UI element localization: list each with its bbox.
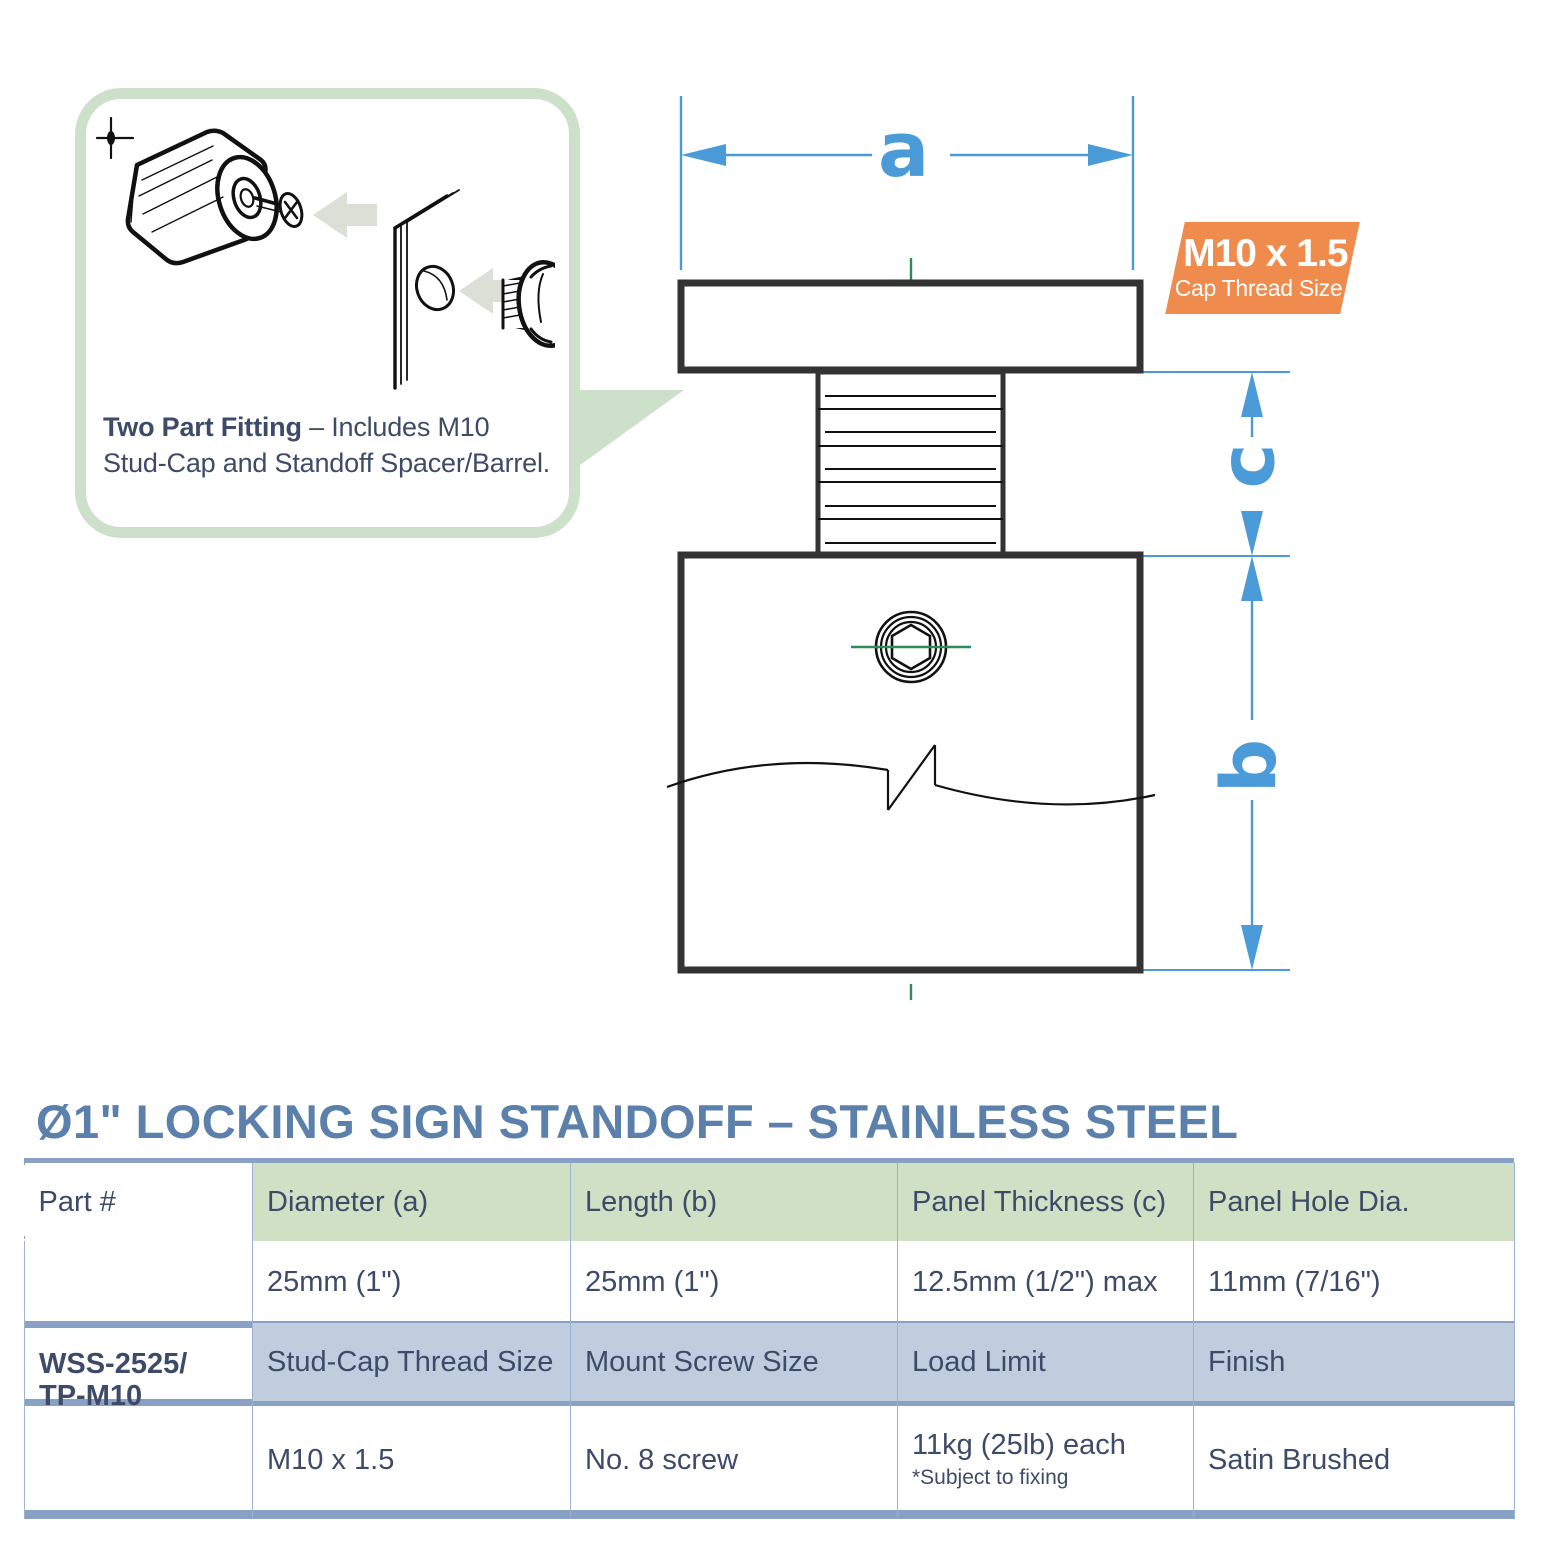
callout-tail xyxy=(576,390,684,468)
header-panel-hole-dia: Panel Hole Dia. xyxy=(1193,1163,1515,1241)
header-stud-cap-thread-size: Stud-Cap Thread Size xyxy=(252,1323,571,1401)
value-stud-cap-thread-size: M10 x 1.5 xyxy=(252,1401,571,1519)
load-limit-main: 11kg (25lb) each xyxy=(912,1428,1126,1461)
cap-thread-size-value: M10 x 1.5 xyxy=(1183,232,1348,276)
right-witness-lines xyxy=(1142,371,1290,971)
phillips-mount-screw xyxy=(253,192,304,228)
break-line xyxy=(666,744,1156,811)
dimension-a-arrow-right xyxy=(1088,144,1133,166)
callout-caption-rest: – Includes M10 xyxy=(301,412,490,442)
dimension-b-arrow-top xyxy=(1241,556,1263,601)
exploded-assembly-illustration xyxy=(95,116,555,390)
load-limit-note: *Subject to fixing xyxy=(912,1465,1069,1489)
dimension-a-label: a xyxy=(878,105,930,194)
cap-thread-size-badge: M10 x 1.5 Cap Thread Size xyxy=(1165,222,1360,314)
callout-caption-line2: Stud-Cap and Standoff Spacer/Barrel. xyxy=(103,447,551,478)
header-load-limit: Load Limit xyxy=(897,1323,1194,1401)
m10-stud-cap-shape xyxy=(501,259,555,349)
threaded-stud-shape xyxy=(815,369,1006,557)
table-header-row-green: Part # Diameter (a) Length (b) Panel Thi… xyxy=(24,1163,1515,1241)
header-panel-thickness: Panel Thickness (c) xyxy=(897,1163,1194,1241)
assembly-arrow-left xyxy=(313,192,377,238)
cap-thread-size-label: Cap Thread Size xyxy=(1174,275,1342,302)
table-header-row-blue: Stud-Cap Thread Size Mount Screw Size Lo… xyxy=(25,1323,1515,1401)
assembly-arrow-right xyxy=(459,268,519,314)
glass-panel-shape xyxy=(393,189,460,390)
header-finish: Finish xyxy=(1193,1323,1515,1401)
header-length: Length (b) xyxy=(570,1163,898,1241)
cap-plate-shape xyxy=(677,279,1144,374)
value-load-limit: 11kg (25lb) each *Subject to fixing xyxy=(897,1401,1194,1519)
dimension-c-arrow-top xyxy=(1241,372,1263,417)
cross-section-drawing xyxy=(666,96,1290,1000)
callout-caption-lead: Two Part Fitting xyxy=(103,412,302,442)
table-value-row-2: M10 x 1.5 No. 8 screw 11kg (25lb) each *… xyxy=(25,1401,1515,1519)
dimension-b-arrow-bottom xyxy=(1241,925,1263,970)
table-rule-top xyxy=(24,1158,1514,1165)
value-finish: Satin Brushed xyxy=(1193,1401,1515,1519)
part-number-value: WSS-2525/TP-M10 xyxy=(24,1241,253,1519)
dimension-a-arrow-left xyxy=(681,144,726,166)
value-panel-thickness: 12.5mm (1/2") max xyxy=(897,1241,1194,1323)
callout-caption: Two Part Fitting – Includes M10 Stud-Cap… xyxy=(103,410,573,481)
value-diameter: 25mm (1") xyxy=(252,1241,571,1323)
value-mount-screw-size: No. 8 screw xyxy=(570,1401,898,1519)
cap-cover-disc xyxy=(414,264,456,312)
page-title: Ø1" LOCKING SIGN STANDOFF – STAINLESS ST… xyxy=(36,1095,1239,1148)
table-value-row-1: WSS-2525/TP-M10 25mm (1") 25mm (1") 12.5… xyxy=(24,1241,1515,1519)
value-length: 25mm (1") xyxy=(570,1241,898,1323)
header-part-number: Part # xyxy=(24,1163,253,1241)
standoff-barrel-shape xyxy=(125,128,279,266)
dimension-b-label: b xyxy=(1204,738,1294,794)
value-panel-hole-dia: 11mm (7/16") xyxy=(1193,1241,1515,1323)
specifications-table: Part # Diameter (a) Length (b) Panel Thi… xyxy=(24,1163,1515,1519)
dimension-c-arrow-bottom xyxy=(1241,511,1263,556)
dimension-c-label: c xyxy=(1202,443,1292,489)
header-diameter: Diameter (a) xyxy=(252,1163,571,1241)
header-mount-screw-size: Mount Screw Size xyxy=(570,1323,898,1401)
